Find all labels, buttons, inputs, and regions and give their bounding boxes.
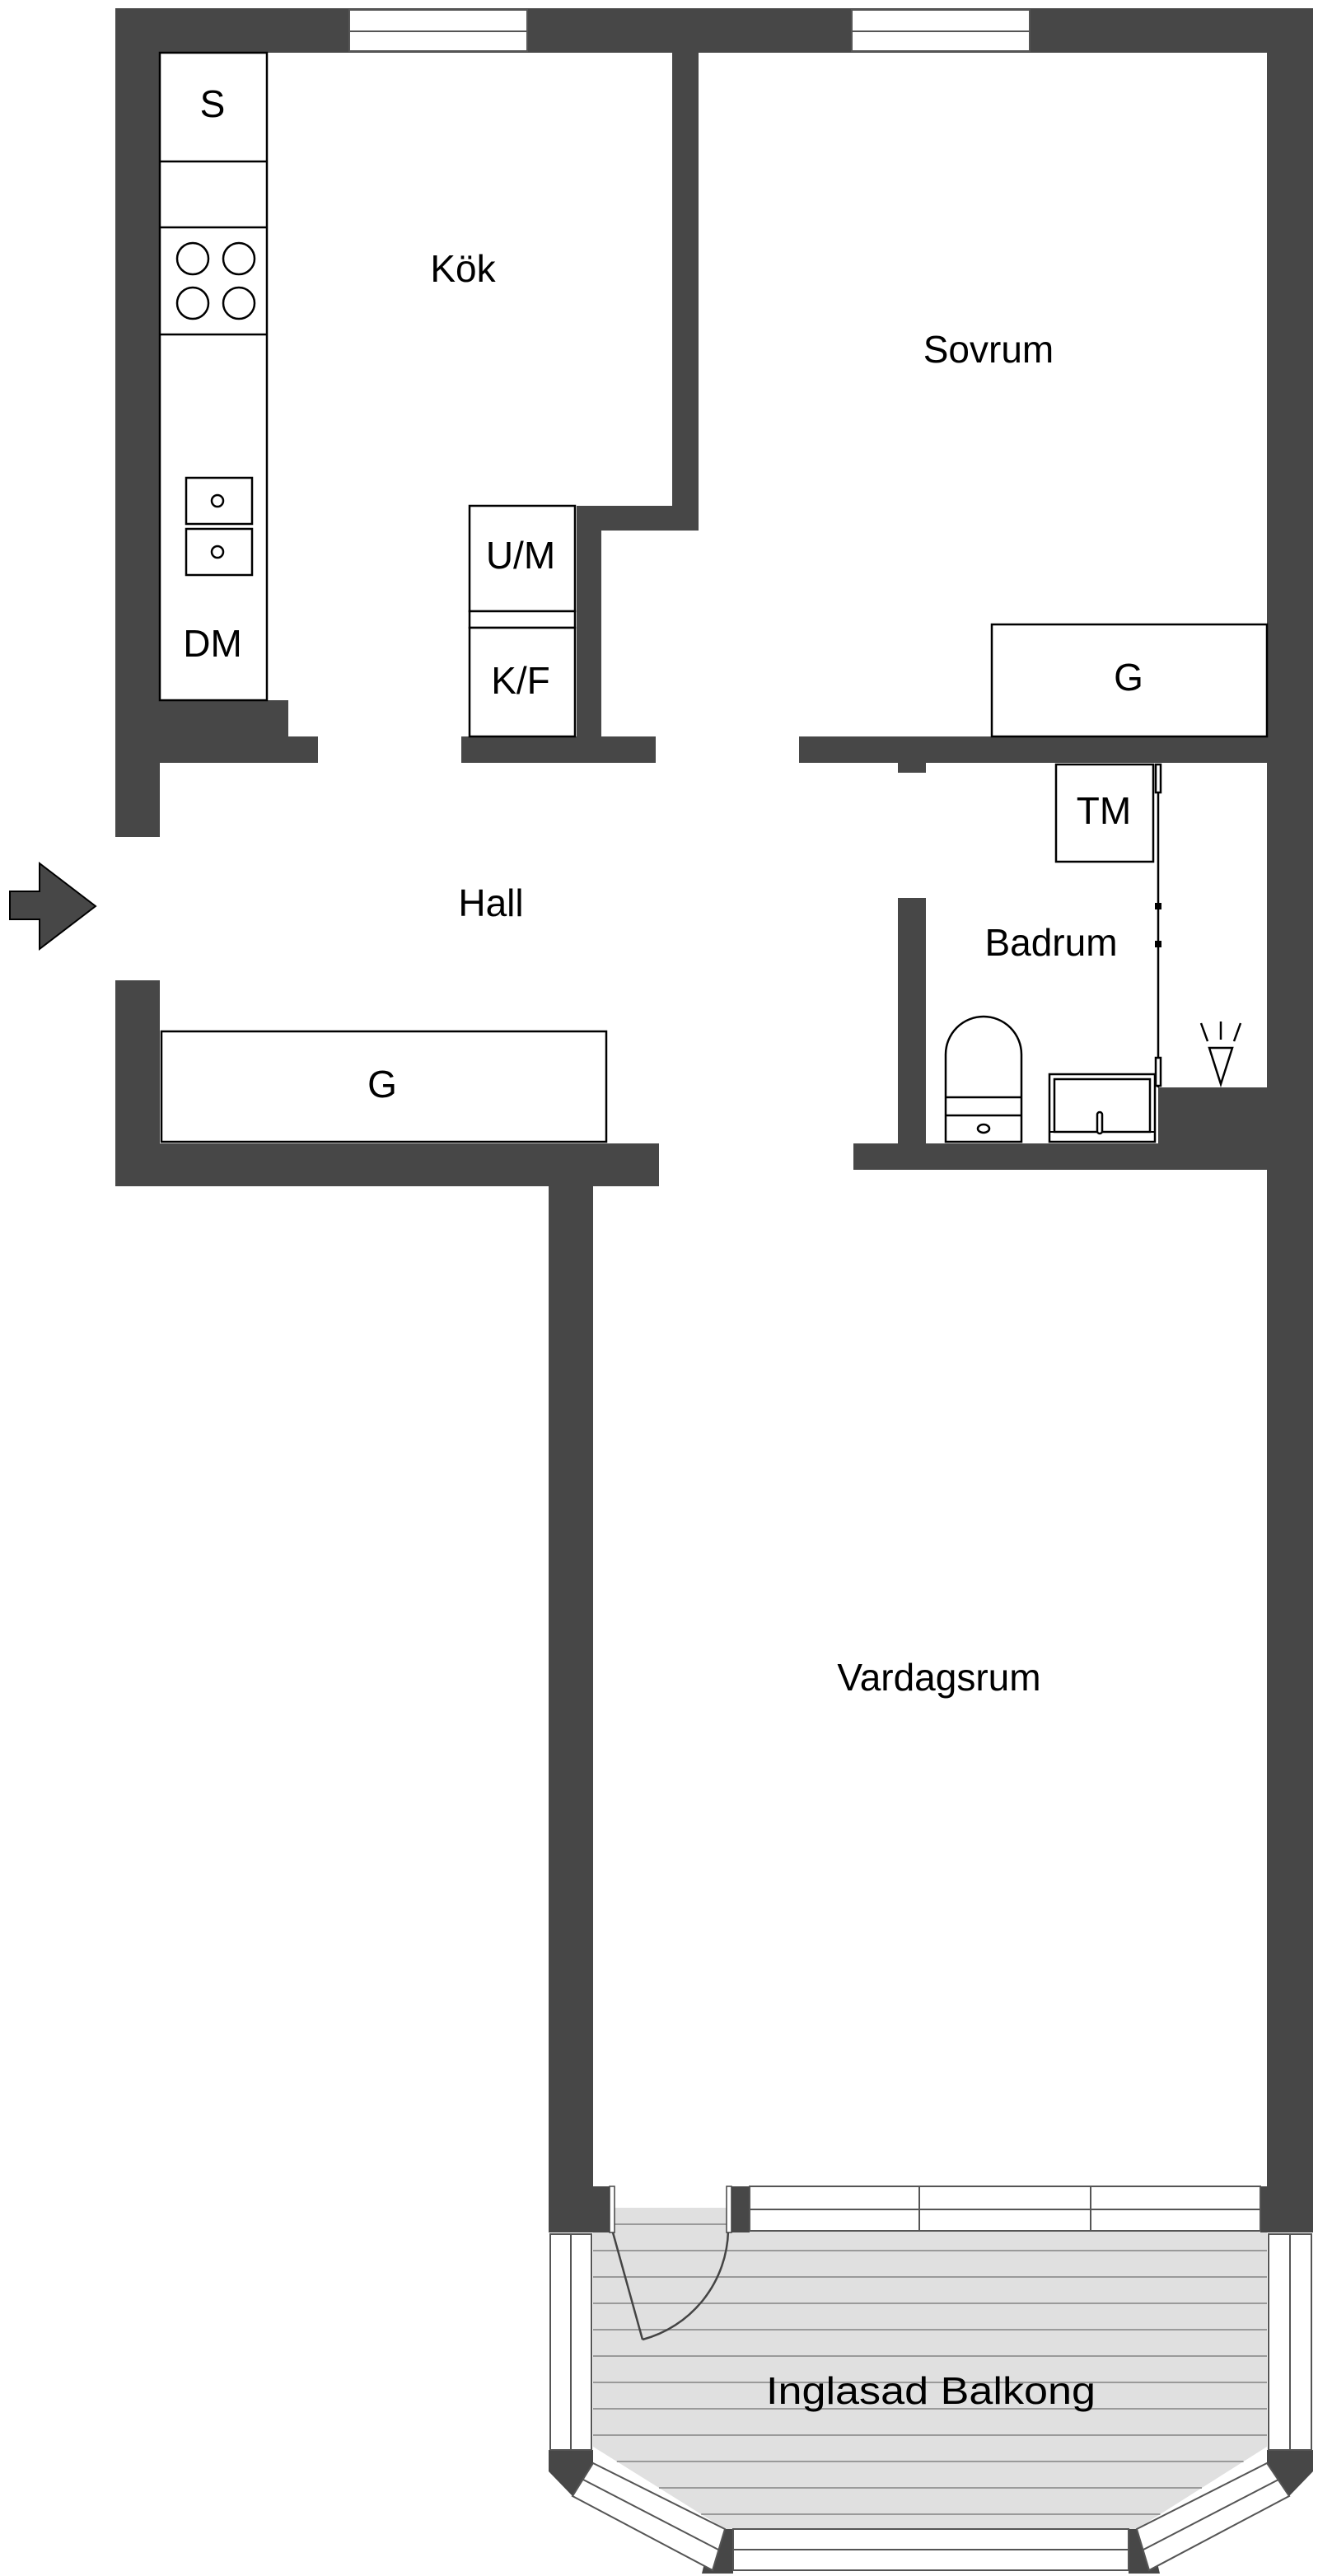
washing-machine-label: TM (1077, 789, 1131, 832)
walls (115, 8, 1313, 2574)
windows (348, 9, 1312, 2572)
wardrobe-hall-label: G (367, 1063, 397, 1106)
washing-machine: TM (1054, 763, 1155, 863)
balcony-floor (593, 2208, 1267, 2529)
sink-icon (185, 476, 254, 577)
room-label-balcony: Inglasad Balkong (766, 2369, 1096, 2412)
balcony-door[interactable] (609, 2186, 732, 2341)
bathroom-sink-icon (1048, 1073, 1157, 1143)
fridge-freezer-label: K/F (491, 659, 550, 702)
entrance-arrow-icon (9, 861, 97, 951)
ceiling-light-icon (1199, 1022, 1242, 1088)
wardrobe-bedroom-label: G (1114, 656, 1143, 699)
room-label-kitchen: Kök (430, 247, 496, 290)
appliance-tower: U/M K/F (468, 504, 577, 738)
room-label-bathroom: Badrum (984, 921, 1117, 964)
toilet-icon (944, 1015, 1023, 1143)
stove-cabinet-label: S (200, 82, 226, 125)
room-label-living-room: Vardagsrum (837, 1656, 1040, 1699)
kitchen-counter: S DM (158, 51, 269, 702)
dishwasher-label: DM (183, 622, 242, 665)
wardrobe-bedroom: G (990, 623, 1269, 738)
room-label-hall: Hall (458, 881, 523, 924)
room-label-bedroom: Sovrum (923, 328, 1054, 371)
oven-microwave-label: U/M (486, 534, 555, 577)
shower-screen (1154, 763, 1162, 1087)
stove-burners-icon (175, 241, 256, 320)
wardrobe-hall: G (160, 1030, 608, 1143)
